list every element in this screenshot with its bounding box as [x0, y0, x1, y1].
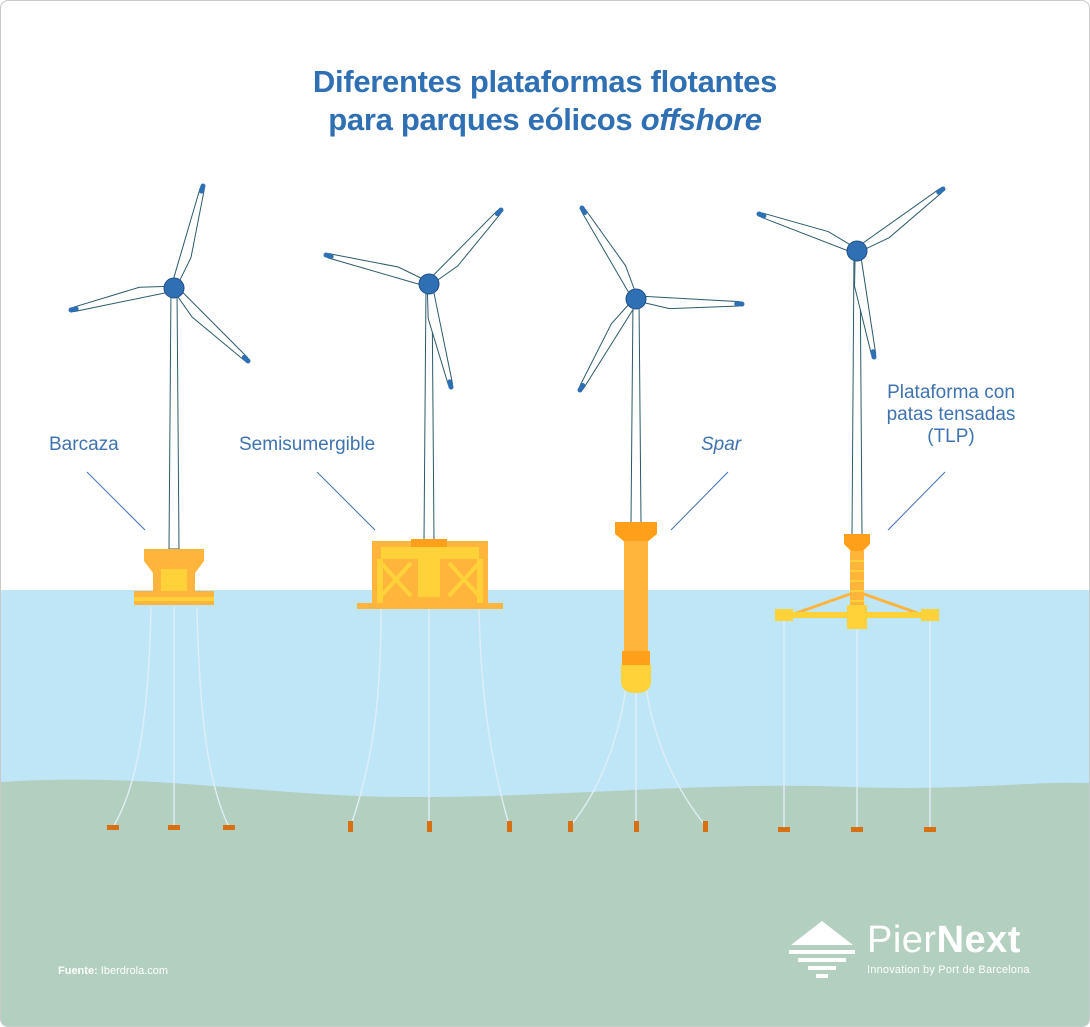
anchors [107, 821, 936, 832]
anchor [427, 821, 432, 832]
mooring-lines [112, 606, 931, 828]
blade-tip [241, 354, 251, 364]
anchor [507, 821, 512, 832]
turbine-blade [327, 253, 425, 286]
anchor [168, 825, 180, 830]
blade-tip [936, 186, 946, 195]
label-tlp-line-3: (TLP) [927, 426, 975, 447]
label-spar: Spar [701, 434, 742, 455]
title-line-2: para parques eólicos offshore [1, 101, 1089, 139]
turbine-hub [418, 273, 440, 295]
turbine-blade [641, 295, 740, 310]
turbine-hub [163, 277, 185, 299]
blade-tip [323, 252, 334, 259]
label-tlp-line-2: patas tensadas [886, 404, 1016, 425]
turbine-blade [430, 209, 502, 283]
title-line-2-italic: offshore [640, 102, 762, 137]
turbine-hub [625, 288, 647, 310]
anchor [703, 821, 708, 832]
tower [630, 298, 642, 524]
turbine-blade [760, 212, 853, 253]
blade-tip [756, 211, 767, 219]
label-barcaza: Barcaza [49, 434, 119, 455]
anchor [634, 821, 639, 832]
turbine-blade [175, 289, 249, 362]
blade-tip [447, 379, 454, 390]
blade-tip [68, 306, 79, 313]
label-semisumergible: Semisumergible [239, 434, 376, 455]
source-text: Iberdrola.com [100, 965, 169, 977]
turbine-rotors [68, 183, 946, 393]
brand-word-2: Next [936, 919, 1021, 961]
anchor [851, 827, 863, 832]
brand-wordmark: PierNext [867, 918, 1021, 962]
blade-tip [494, 207, 504, 217]
barge-platform [134, 549, 214, 605]
semisubmersible-platform [357, 539, 503, 609]
towers [168, 251, 863, 550]
anchor [107, 825, 119, 830]
source-prefix: Fuente: [58, 965, 98, 977]
turbine-blade [859, 188, 943, 251]
turbine-hub [846, 240, 868, 262]
title-line-2-text: para parques eólicos [328, 102, 641, 137]
infographic-title: Diferentes plataformas flotantes para pa… [1, 63, 1089, 139]
title-line-1: Diferentes plataformas flotantes [312, 64, 778, 99]
blade-tip [199, 183, 206, 194]
blade-tip [577, 382, 586, 393]
anchor [568, 821, 573, 832]
tlp-platform [775, 534, 939, 629]
turbine-blade [172, 187, 205, 284]
source-note: Fuente: Iberdrola.com [58, 965, 168, 977]
label-tlp-line-1: Plataforma con [887, 382, 1015, 403]
spar-platform [615, 522, 657, 693]
turbine-blade [581, 208, 636, 296]
piernext-logo-icon [789, 921, 855, 978]
turbine-blade [73, 285, 170, 313]
brand-word-1: Pier [867, 919, 937, 961]
anchor [348, 821, 353, 832]
anchor [223, 825, 235, 830]
blade-tip [579, 205, 588, 216]
anchor [778, 827, 790, 832]
blade-tip [870, 349, 877, 360]
anchor [924, 827, 936, 832]
seabed [1, 779, 1089, 1026]
leader-lines [86, 471, 946, 531]
brand-tagline: Innovation by Port de Barcelona [867, 964, 1030, 976]
tower [168, 288, 180, 550]
turbine-blade [579, 302, 636, 390]
label-tlp: Plataforma con patas tensadas (TLP) [881, 382, 1021, 448]
